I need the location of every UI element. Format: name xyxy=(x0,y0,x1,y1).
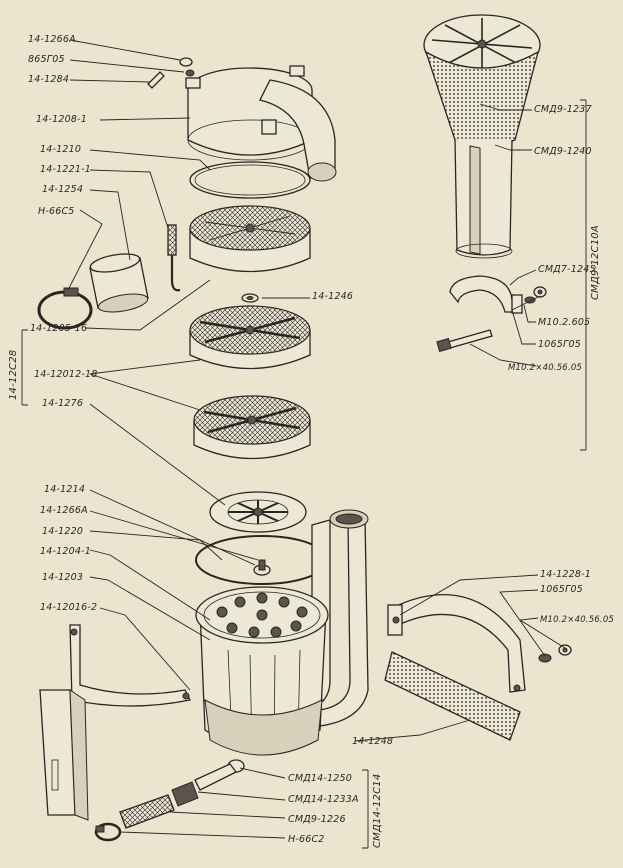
callout-label: 14-1248 xyxy=(352,736,393,747)
washer xyxy=(241,293,259,303)
callout-label: 14-1221-1 xyxy=(40,164,91,175)
callout-label: 14-1228-1 xyxy=(540,569,591,580)
callout-label: 865Г05 xyxy=(28,54,65,65)
callout-label: СМД14-1233А xyxy=(288,794,359,805)
callout-label: 14-1246 xyxy=(312,291,353,302)
filter-element-2 xyxy=(193,395,311,460)
callout-label: СМД7-1245 xyxy=(538,264,596,275)
wing-nut-lower xyxy=(253,559,271,576)
hose-fitting xyxy=(194,759,245,791)
spoked-plate xyxy=(209,491,307,533)
nut-right xyxy=(538,644,572,663)
hose-spring xyxy=(119,794,175,829)
callout-label: 14-1204-1 xyxy=(40,546,91,557)
callout-label: М10.2×40.56.05 xyxy=(540,615,614,625)
callout-label: М10.2.605 xyxy=(538,317,590,328)
assembly-labels: 14-12С28 СМД9-12С10А СМД14-12С14 xyxy=(8,225,601,848)
callout-label: М10.2×40.56.05 xyxy=(508,363,582,373)
callout-label: 14-1208-1 xyxy=(36,114,87,125)
seal-ring-upper xyxy=(189,161,311,199)
callout-label: 14-1203 xyxy=(42,572,83,583)
callout-label: 14-1266А xyxy=(40,505,88,516)
assembly-label-hose: СМД14-12С14 xyxy=(372,774,383,848)
callout-label: 14-1276 xyxy=(42,398,83,409)
callout-label: 14-1210 xyxy=(40,144,81,155)
callout-label: СМД14-1250 xyxy=(288,773,352,784)
precleaner-bolt xyxy=(436,329,493,353)
left-bracket xyxy=(39,624,191,821)
callout-label: 14-12016-2 xyxy=(40,602,97,613)
callout-label: 14-1284 xyxy=(28,74,69,85)
callout-label: 14-1266А xyxy=(28,34,76,45)
hose-clamp-upper xyxy=(37,287,93,330)
main-housing xyxy=(195,509,369,756)
callout-label: 1065Г05 xyxy=(538,339,581,350)
assembly-label-main: 14-12С28 xyxy=(8,350,19,400)
small-pin xyxy=(147,71,165,89)
nozzle-holes xyxy=(216,592,308,638)
wing-nut xyxy=(179,57,195,77)
callout-label: Н-66С2 xyxy=(288,834,325,845)
hose-clamp-lower xyxy=(94,822,122,842)
callout-label: 14-12012-18 xyxy=(34,369,97,380)
callout-label: СМД9-1226 xyxy=(288,814,346,825)
callout-label: 14-1220 xyxy=(42,526,83,537)
precleaner-tube xyxy=(454,139,513,259)
upper-filter-element xyxy=(189,205,311,273)
callout-label: 14-1205-16 xyxy=(30,323,87,334)
top-cover xyxy=(185,65,337,182)
right-strap xyxy=(387,594,526,693)
callout-label: Н-66С5 xyxy=(38,206,75,217)
filter-element-1 xyxy=(189,305,311,370)
callout-label: СМД9-1240 xyxy=(534,146,592,157)
rubber-sleeve xyxy=(89,253,149,313)
precleaner-clamp xyxy=(449,275,523,314)
rubber-strip xyxy=(384,651,521,741)
assembly-label-precleaner: СМД9-12С10А xyxy=(590,225,601,300)
leader-lines xyxy=(21,39,587,849)
callout-label: 14-1214 xyxy=(44,484,85,495)
callout-label: СМД9-1237 xyxy=(534,104,592,115)
precleaner-nut xyxy=(524,286,547,304)
callout-label: 1065Г05 xyxy=(540,584,583,595)
callout-label: 14-1254 xyxy=(42,184,83,195)
hook-rod xyxy=(167,224,181,292)
precleaner-cap xyxy=(423,14,541,76)
hose-nut xyxy=(171,781,199,807)
callout-labels: 14-1266А 865Г05 14-1284 14-1208-1 14-121… xyxy=(28,34,614,845)
